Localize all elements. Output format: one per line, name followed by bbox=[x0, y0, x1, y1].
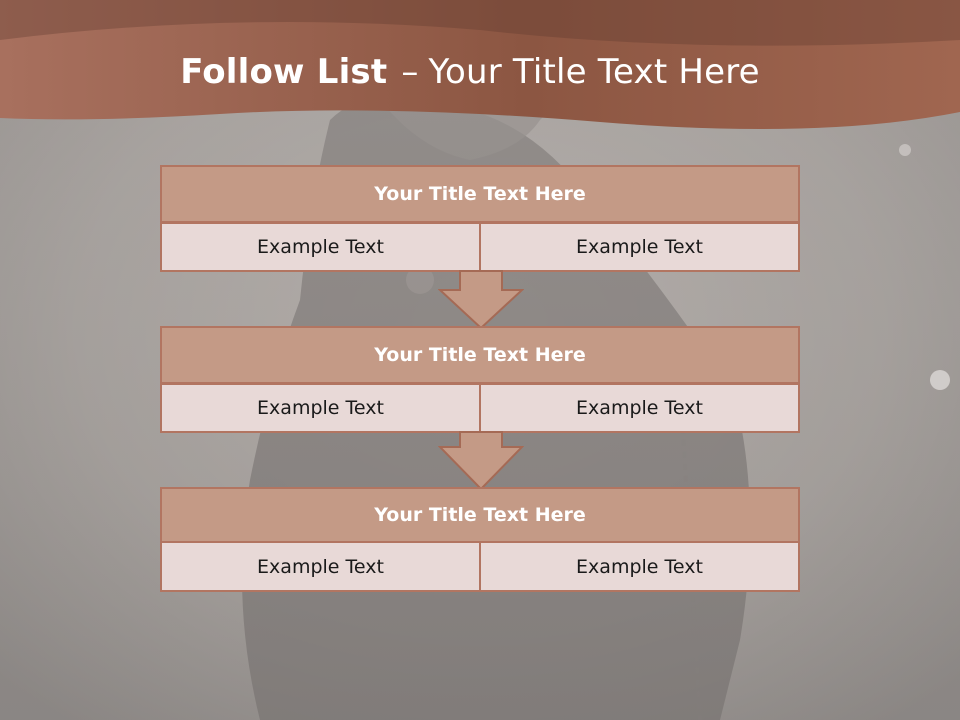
step-cell-right: Example Text bbox=[479, 222, 800, 272]
step-box: Your Title Text Here Example Text Exampl… bbox=[160, 487, 800, 592]
step-cell-right: Example Text bbox=[479, 541, 800, 592]
step-title: Your Title Text Here bbox=[160, 326, 800, 384]
step-box: Your Title Text Here Example Text Exampl… bbox=[160, 326, 800, 433]
down-arrow-icon bbox=[438, 270, 524, 330]
slide-title: Follow List–Your Title Text Here bbox=[0, 52, 940, 92]
step-cell-left: Example Text bbox=[160, 383, 481, 433]
title-bold: Follow List bbox=[180, 52, 388, 92]
step-cell-left: Example Text bbox=[160, 222, 481, 272]
step-title: Your Title Text Here bbox=[160, 165, 800, 223]
step-title: Your Title Text Here bbox=[160, 487, 800, 543]
step-cell-right: Example Text bbox=[479, 383, 800, 433]
down-arrow-icon bbox=[438, 431, 524, 491]
title-dash: – bbox=[401, 52, 419, 92]
header-band bbox=[0, 0, 960, 130]
step-cell-left: Example Text bbox=[160, 541, 481, 592]
step-box: Your Title Text Here Example Text Exampl… bbox=[160, 165, 800, 272]
title-rest: Your Title Text Here bbox=[428, 52, 760, 92]
